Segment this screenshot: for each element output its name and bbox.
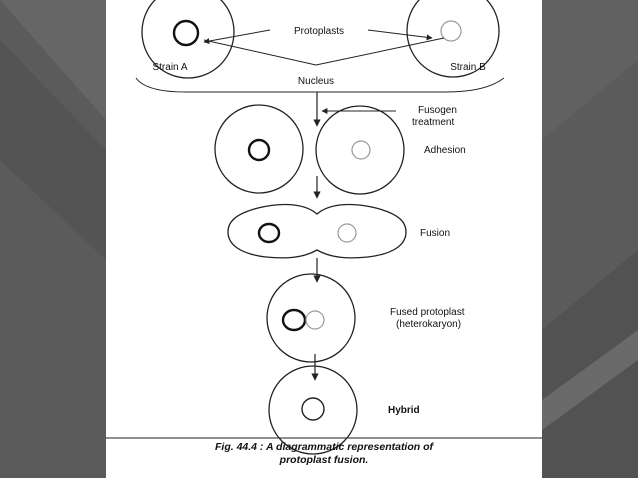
fusion-stage	[227, 203, 407, 259]
strain-a-protoplast	[141, 0, 235, 79]
figure-caption: Fig. 44.4 : A diagrammatic representatio…	[110, 441, 538, 467]
adhesion-nucleus-b	[351, 140, 371, 160]
hybrid-label: Hybrid	[388, 405, 420, 416]
strain-a-nucleus	[172, 19, 200, 47]
fused-protoplast-label-line2: (heterokaryon)	[396, 319, 461, 330]
caption-line-1: Fig. 44.4 : A diagrammatic representatio…	[214, 441, 434, 453]
fusogen-label-line2: treatment	[412, 117, 454, 128]
fusion-label: Fusion	[420, 228, 450, 239]
protoplasts-pointer-a	[203, 29, 271, 44]
hybrid-stage	[268, 365, 358, 455]
strain-b-protoplast	[406, 0, 500, 78]
heterokaryon-nucleus-a	[281, 308, 307, 332]
heterokaryon-stage	[266, 273, 356, 363]
protoplasts-label: Protoplasts	[294, 26, 344, 37]
diagram-figure: Protoplasts Strain A Strain B Nucleus Fu…	[106, 0, 542, 478]
nucleus-label: Nucleus	[298, 76, 334, 87]
strain-bracket	[135, 77, 505, 93]
strain-a-label: Strain A	[152, 62, 187, 73]
adhesion-nucleus-a	[247, 138, 271, 162]
strain-b-nucleus	[440, 20, 462, 42]
protoplast-fusion-diagram: Protoplasts Strain A Strain B Nucleus Fu…	[106, 0, 542, 455]
protoplasts-pointer-b	[367, 29, 433, 41]
fusion-nucleus-a	[257, 222, 281, 244]
fused-protoplast-label-line1: Fused protoplast	[390, 307, 465, 318]
heterokaryon-nucleus-b	[305, 310, 325, 330]
strain-b-label: Strain B	[450, 62, 486, 73]
hybrid-nucleus	[301, 397, 325, 421]
nucleus-pointer-a	[203, 39, 317, 66]
nucleus-pointer-b	[315, 37, 445, 66]
adhesion-stage	[214, 104, 405, 195]
adhesion-label: Adhesion	[424, 145, 466, 156]
fusogen-label-line1: Fusogen	[418, 105, 457, 116]
fusion-nucleus-b	[337, 223, 357, 243]
caption-line-2: protoplast fusion.	[279, 454, 369, 466]
